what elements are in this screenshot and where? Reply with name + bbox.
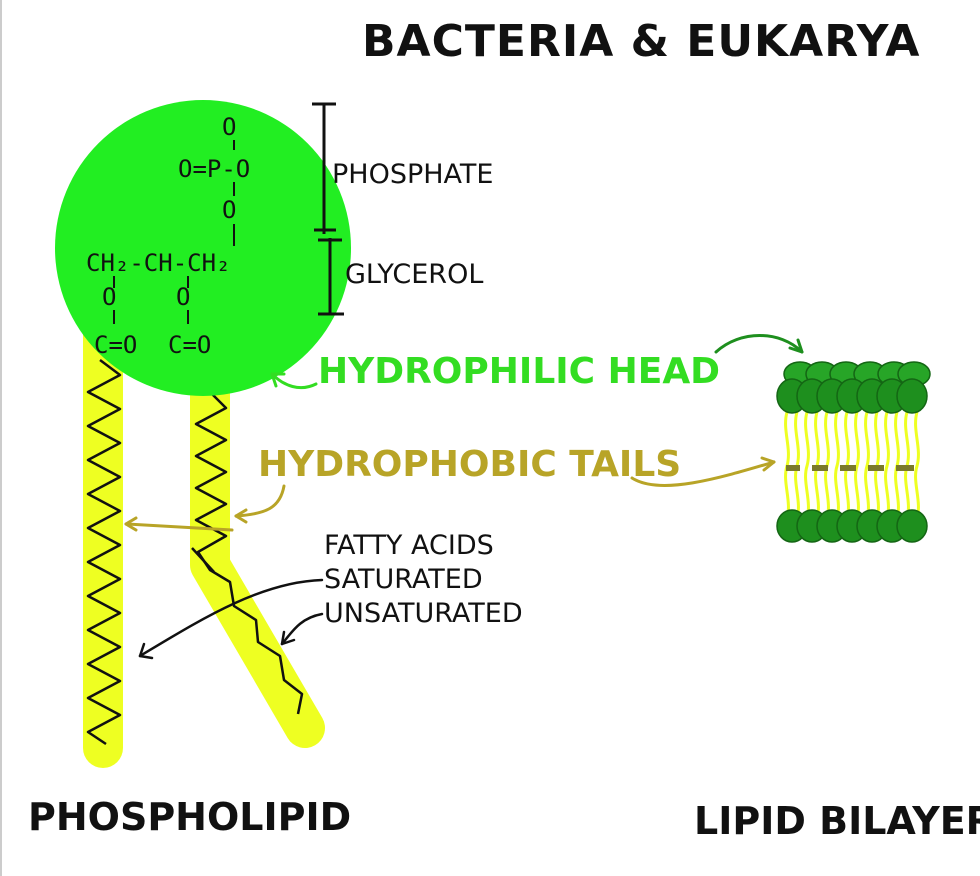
hydrophilic-arrow-left bbox=[270, 372, 318, 390]
glycerol-label: GLYCEROL bbox=[345, 259, 483, 290]
bilayer-tail bbox=[804, 411, 810, 521]
unsaturated-label: UNSATURATED bbox=[324, 598, 523, 629]
unsaturated-tail bbox=[190, 340, 325, 748]
hydrophilic-head-label: HYDROPHILIC HEAD bbox=[318, 351, 720, 392]
struct-phosphate-row: O=P-O bbox=[178, 155, 250, 183]
saturated-label: SATURATED bbox=[324, 564, 483, 595]
bilayer-tail bbox=[854, 411, 860, 521]
struct-glycerol-row: CH₂-CH-CH₂ bbox=[86, 249, 231, 277]
struct-o-mid: O bbox=[222, 196, 236, 224]
hydrophilic-arrow-right bbox=[714, 334, 804, 354]
head-structure: O O=P-O O CH₂-CH-CH₂ O O C=O C=O bbox=[86, 113, 250, 359]
unsaturated-arrow bbox=[280, 612, 324, 646]
hydrophilic-head-circle bbox=[55, 100, 351, 396]
bilayer-tail bbox=[834, 411, 840, 521]
saturated-arrow bbox=[138, 578, 324, 660]
struct-o-left: O bbox=[102, 283, 116, 311]
saturated-zigzag bbox=[86, 359, 122, 746]
hydrophobic-arrow-tail bbox=[124, 484, 286, 532]
glycerol-bracket bbox=[318, 238, 344, 316]
phospholipid-label: PHOSPHOLIPID bbox=[28, 795, 351, 839]
hydrophobic-arrow-right bbox=[630, 456, 776, 487]
phosphate-label: PHOSPHATE bbox=[332, 159, 494, 190]
hydrophobic-tails-label: HYDROPHOBIC TAILS bbox=[258, 444, 681, 485]
struct-o-top: O bbox=[222, 113, 236, 141]
unsaturated-zigzag bbox=[194, 391, 304, 715]
bilayer-heads-bottom bbox=[776, 509, 928, 543]
lipid-bilayer-label: LIPID BILAYER bbox=[694, 799, 980, 843]
diagram-title: BACTERIA & EUKARYA bbox=[362, 16, 920, 67]
bilayer-heads-top bbox=[776, 361, 931, 414]
saturated-tail bbox=[83, 310, 123, 768]
bilayer-tail bbox=[884, 411, 890, 521]
lipid-bilayer bbox=[776, 361, 931, 543]
bilayer-tail bbox=[914, 411, 920, 521]
struct-carbonyl-right: C=O bbox=[168, 331, 211, 359]
phosphate-bracket bbox=[312, 102, 336, 234]
bilayer-head bbox=[896, 378, 928, 414]
struct-o-right: O bbox=[176, 283, 190, 311]
bilayer-head bbox=[896, 509, 928, 543]
bilayer-tail bbox=[864, 411, 870, 521]
fatty-acids-label: FATTY ACIDS bbox=[324, 530, 494, 561]
struct-carbonyl-left: C=O bbox=[94, 331, 137, 359]
double-bond-mark bbox=[191, 547, 215, 573]
